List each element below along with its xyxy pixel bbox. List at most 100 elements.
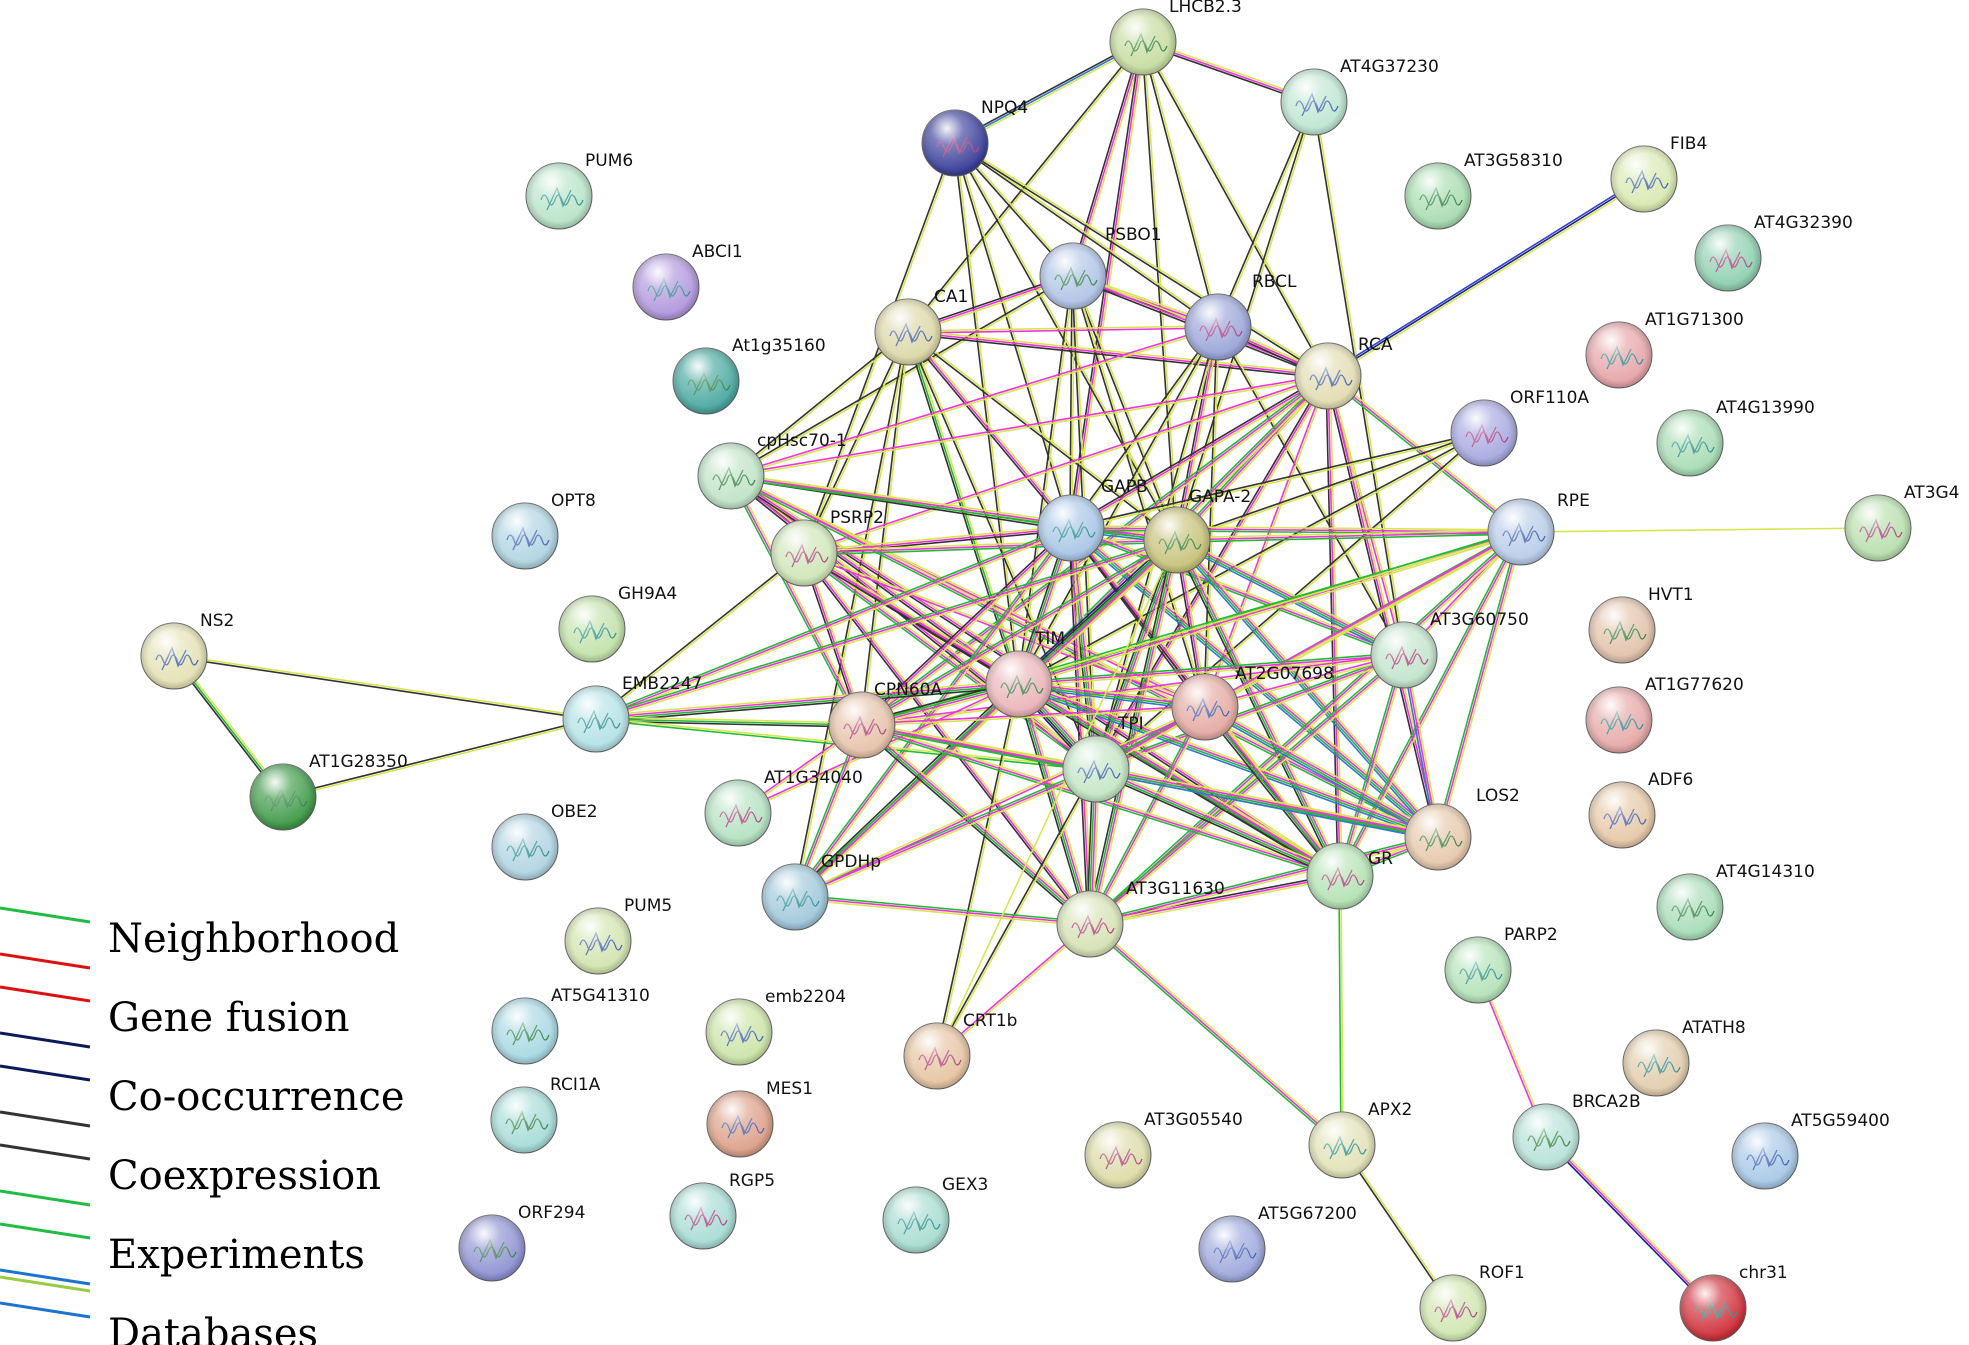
node-cpHsc70-1[interactable]: cpHsc70-1 bbox=[697, 431, 847, 510]
edge-LHCB2.3-RCA bbox=[1141, 41, 1330, 377]
node-AT1G28350[interactable]: AT1G28350 bbox=[249, 752, 408, 831]
legend-item-neighborhood: Neighborhood bbox=[0, 906, 399, 962]
node-label: GAPB bbox=[1101, 477, 1148, 497]
legend-swatch bbox=[0, 1301, 91, 1319]
node-AT3G11630[interactable]: AT3G11630 bbox=[1056, 879, 1225, 958]
node-AT5G59400[interactable]: AT5G59400 bbox=[1731, 1111, 1890, 1190]
edge-line-textmining bbox=[1071, 525, 1406, 654]
node-LHCB2.3[interactable]: LHCB2.3 bbox=[1109, 0, 1242, 76]
edge-NPQ4-RCA bbox=[954, 141, 1329, 378]
node-gloss bbox=[1445, 937, 1511, 1003]
edge-line-cooccurrence bbox=[1176, 431, 1484, 540]
node-CRT1b[interactable]: CRT1b bbox=[903, 1011, 1017, 1090]
node-AT4G37230[interactable]: AT4G37230 bbox=[1280, 57, 1439, 136]
node-ORF294[interactable]: ORF294 bbox=[458, 1203, 585, 1282]
node-PARP2[interactable]: PARP2 bbox=[1444, 925, 1558, 1004]
node-ABCI1[interactable]: ABCI1 bbox=[632, 242, 743, 321]
node-AT5G67200[interactable]: AT5G67200 bbox=[1198, 1204, 1357, 1283]
node-GAPA-2[interactable]: GAPA-2 bbox=[1143, 487, 1251, 574]
node-PUM5[interactable]: PUM5 bbox=[564, 896, 672, 975]
node-ADF6[interactable]: ADF6 bbox=[1588, 770, 1693, 849]
edge-RCA-GAPB bbox=[1069, 373, 1330, 531]
node-ORF110A[interactable]: ORF110A bbox=[1450, 388, 1589, 467]
edge-line-neighborhood bbox=[1018, 684, 1340, 878]
node-AT1G34040[interactable]: AT1G34040 bbox=[704, 768, 863, 847]
node-BRCA2B[interactable]: BRCA2B bbox=[1512, 1092, 1641, 1171]
edge-line-cooccurrence bbox=[1093, 374, 1327, 769]
edge-line-textmining bbox=[803, 525, 1071, 552]
node-AT4G32390[interactable]: AT4G32390 bbox=[1694, 213, 1853, 292]
node-HVT1[interactable]: HVT1 bbox=[1588, 585, 1694, 664]
node-GR[interactable]: GR bbox=[1306, 842, 1393, 910]
node-EMB2247[interactable]: EMB2247 bbox=[562, 674, 702, 753]
edge-line-textmining bbox=[1341, 655, 1407, 877]
node-AT4G13990[interactable]: AT4G13990 bbox=[1656, 398, 1815, 477]
legend-item-databases: Databases bbox=[0, 1301, 318, 1345]
node-RPE[interactable]: RPE bbox=[1487, 491, 1590, 566]
legend-item-experiments: Experiments bbox=[0, 1222, 365, 1278]
node-AT2G07698[interactable]: AT2G07698 bbox=[1171, 664, 1334, 741]
node-ATATH8[interactable]: ATATH8 bbox=[1622, 1018, 1746, 1097]
edge-line-experiments bbox=[1545, 1136, 1714, 1309]
node-MES1[interactable]: MES1 bbox=[706, 1079, 813, 1158]
node-GH9A4[interactable]: GH9A4 bbox=[558, 584, 677, 663]
node-ROF1[interactable]: ROF1 bbox=[1419, 1263, 1525, 1342]
edge-line-textmining bbox=[1205, 655, 1405, 709]
node-AT3G05540[interactable]: AT3G05540 bbox=[1084, 1110, 1243, 1189]
node-CA1[interactable]: CA1 bbox=[874, 287, 968, 366]
edge-line-experiments bbox=[1095, 654, 1405, 770]
node-gloss bbox=[1589, 597, 1655, 663]
node-emb2204[interactable]: emb2204 bbox=[705, 987, 846, 1066]
node-FIB4[interactable]: FIB4 bbox=[1610, 134, 1707, 213]
edge-line-textmining bbox=[731, 332, 910, 478]
edge-line-experiments bbox=[794, 896, 1091, 925]
node-gloss bbox=[706, 999, 772, 1065]
node-PSBO1[interactable]: PSBO1 bbox=[1039, 225, 1162, 310]
node-chr31[interactable]: chr31 bbox=[1679, 1263, 1788, 1342]
node-GAPB[interactable]: GAPB bbox=[1037, 477, 1148, 562]
node-RGP5[interactable]: RGP5 bbox=[669, 1171, 775, 1250]
node-At1g35160[interactable]: At1g35160 bbox=[672, 336, 826, 415]
node-GPDHp[interactable]: GPDHp bbox=[761, 852, 881, 931]
node-gloss bbox=[1185, 294, 1251, 360]
node-RBCL[interactable]: RBCL bbox=[1184, 272, 1297, 361]
edge-line-textmining bbox=[1021, 682, 1094, 924]
node-TPI[interactable]: TPI bbox=[1062, 714, 1144, 803]
edge-line-experiments bbox=[1177, 539, 1342, 876]
node-label: CA1 bbox=[934, 287, 968, 307]
node-RCI1A[interactable]: RCI1A bbox=[490, 1075, 601, 1154]
edge-AT2G07698-CPN60A bbox=[861, 705, 1206, 727]
node-AT4G14310[interactable]: AT4G14310 bbox=[1656, 862, 1815, 941]
node-OBE2[interactable]: OBE2 bbox=[491, 802, 598, 881]
edge-line-textmining bbox=[732, 474, 865, 725]
edge-line-experiments bbox=[1096, 767, 1341, 876]
node-label: chr31 bbox=[1739, 1263, 1788, 1283]
node-label: PARP2 bbox=[1504, 925, 1558, 945]
edge-line-textmining bbox=[804, 332, 910, 554]
node-label: ORF110A bbox=[1510, 388, 1589, 408]
node-LOS2[interactable]: LOS2 bbox=[1404, 786, 1520, 871]
edge-line-experiments bbox=[1070, 527, 1405, 656]
node-OPT8[interactable]: OPT8 bbox=[491, 491, 596, 570]
node-CPN60A[interactable]: CPN60A bbox=[828, 680, 942, 759]
node-AT3G4[interactable]: AT3G4 bbox=[1844, 483, 1960, 562]
node-APX2[interactable]: APX2 bbox=[1308, 1100, 1412, 1179]
node-NS2[interactable]: NS2 bbox=[140, 611, 234, 690]
node-PSRP2[interactable]: PSRP2 bbox=[770, 508, 884, 587]
node-gloss bbox=[1611, 146, 1677, 212]
node-AT5G41310[interactable]: AT5G41310 bbox=[491, 986, 650, 1065]
edge-line-coexpression bbox=[1203, 709, 1437, 841]
node-AT3G60750[interactable]: AT3G60750 bbox=[1370, 610, 1529, 689]
edge-line-textmining bbox=[908, 330, 1074, 528]
node-AT1G71300[interactable]: AT1G71300 bbox=[1585, 310, 1744, 389]
node-PUM6[interactable]: PUM6 bbox=[525, 151, 633, 230]
node-RCA[interactable]: RCA bbox=[1294, 335, 1393, 410]
node-GEX3[interactable]: GEX3 bbox=[882, 1175, 988, 1254]
node-TIM[interactable]: TIM bbox=[985, 629, 1065, 718]
edge-line-neighborhood bbox=[1088, 539, 1177, 924]
legend-label: Coexpression bbox=[108, 1153, 381, 1199]
node-NPQ4[interactable]: NPQ4 bbox=[921, 98, 1028, 177]
edge-AT2G07698-LOS2 bbox=[1203, 703, 1440, 841]
node-AT1G77620[interactable]: AT1G77620 bbox=[1585, 675, 1744, 754]
node-AT3G58310[interactable]: AT3G58310 bbox=[1404, 151, 1563, 230]
